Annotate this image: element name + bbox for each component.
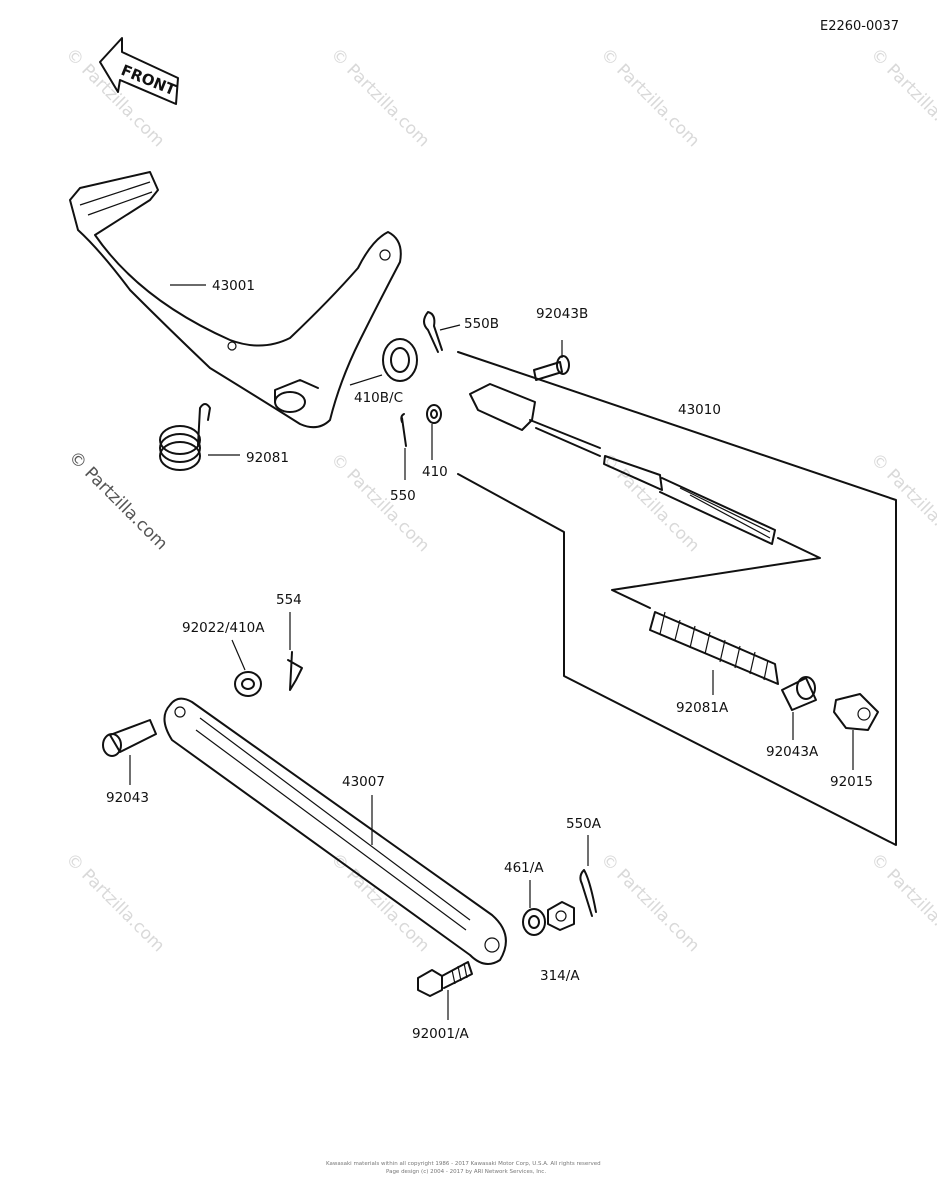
label-410: 410: [422, 464, 448, 480]
watermark: © Partzilla.com: [326, 849, 433, 956]
leader-lines: [129, 284, 854, 1020]
label-92081: 92081: [246, 450, 289, 466]
spring-92081a-drawing: [649, 611, 779, 685]
watermark: © Partzilla.com: [866, 449, 937, 556]
label-410bc: 410B/C: [354, 390, 403, 406]
washer-410bc-drawing: [382, 338, 418, 382]
label-550b: 550B: [464, 316, 499, 332]
collar-92043a-drawing: [781, 676, 817, 711]
label-43010: 43010: [678, 402, 721, 418]
label-461a: 461/A: [504, 860, 544, 876]
watermark: © Partzilla.com: [61, 849, 168, 956]
label-554: 554: [276, 592, 302, 608]
cotter-pin-550a-drawing: [579, 869, 597, 917]
cotter-pin-550b-drawing: [423, 311, 443, 353]
washer-461a-drawing: [522, 908, 546, 936]
diagram-code: E2260-0037: [820, 19, 899, 34]
label-550: 550: [390, 488, 416, 504]
watermark: © Partzilla.com: [596, 849, 703, 956]
watermark: © Partzilla.com: [326, 44, 433, 151]
brake-pedal-drawing: [69, 171, 402, 429]
watermark: © Partzilla.com: [596, 449, 703, 556]
return-spring-drawing: [159, 403, 211, 471]
footer-design-credit: Page design (c) 2004 - 2017 by ARI Netwo…: [386, 1169, 546, 1175]
watermark-layer: © Partzilla.com © Partzilla.com © Partzi…: [61, 44, 937, 956]
watermark: © Partzilla.com: [866, 44, 937, 151]
label-314a: 314/A: [540, 968, 580, 984]
watermark-side: © Partzilla.com: [64, 447, 171, 554]
cotter-pin-550-drawing: [400, 413, 407, 447]
label-92043a: 92043A: [766, 744, 819, 760]
label-43001: 43001: [212, 278, 255, 294]
pin-92043-drawing: [102, 719, 157, 757]
nut-92015-drawing: [833, 693, 879, 731]
label-92015: 92015: [830, 774, 873, 790]
washer-92022-drawing: [234, 671, 262, 697]
nut-314a-drawing: [547, 901, 575, 931]
label-92001a: 92001/A: [412, 1026, 469, 1042]
label-92043: 92043: [106, 790, 149, 806]
watermark: © Partzilla.com: [596, 44, 703, 151]
watermark: © Partzilla.com: [61, 44, 168, 151]
bolt-92001a-drawing: [417, 961, 473, 997]
washer-410-drawing: [426, 404, 442, 424]
footer-copyright: Kawasaki materials within all copyright …: [326, 1161, 601, 1167]
label-92043b: 92043B: [536, 306, 588, 322]
watermark: © Partzilla.com: [866, 849, 937, 956]
watermark: © Partzilla.com: [326, 449, 433, 556]
label-550a: 550A: [566, 816, 602, 832]
clip-554-drawing: [287, 651, 303, 691]
label-43007: 43007: [342, 774, 385, 790]
pin-92043b-drawing: [533, 355, 570, 381]
front-label: FRONT: [119, 61, 180, 99]
label-92022-410a: 92022/410A: [182, 620, 265, 636]
rod-43007-drawing: [163, 697, 507, 965]
label-92081a: 92081A: [676, 700, 729, 716]
rod-assembly-panel: [457, 351, 897, 846]
